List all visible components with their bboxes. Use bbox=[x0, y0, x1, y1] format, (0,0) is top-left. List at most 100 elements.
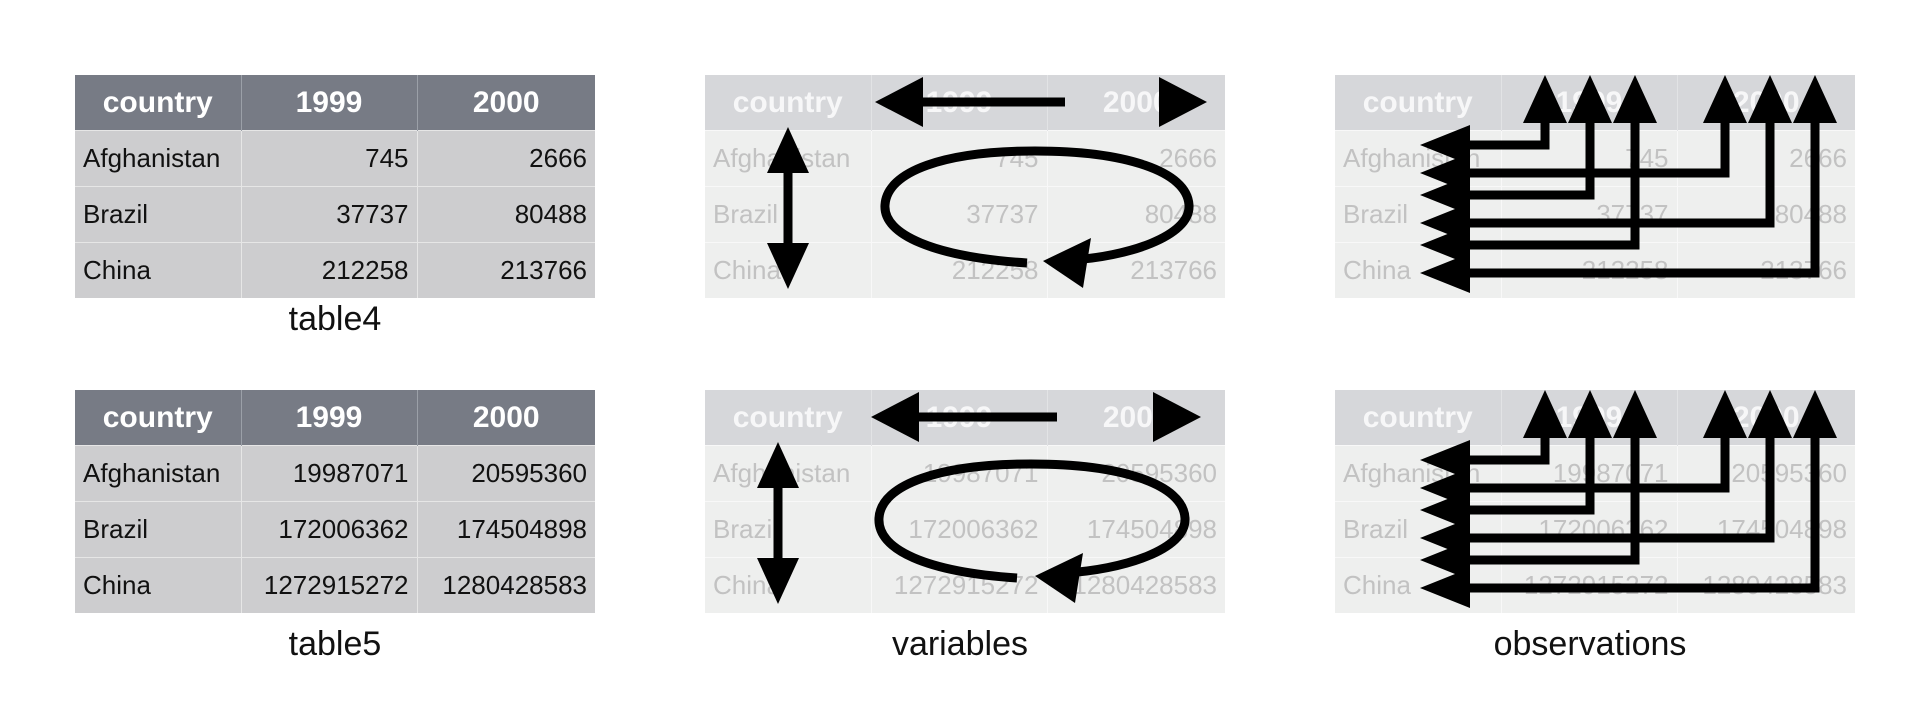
left-arrowhead-icon bbox=[1420, 568, 1470, 608]
left-arrowhead-icon bbox=[1420, 125, 1470, 165]
value-cell: 80488 bbox=[417, 186, 595, 243]
variables-caption: variables bbox=[891, 625, 1029, 663]
value-cell: 745 bbox=[241, 130, 418, 187]
observation-arrow-path bbox=[1462, 414, 1730, 493]
observations-panel-table5: country 1999 2000 Afghanistan 19987071 2… bbox=[1335, 390, 1855, 613]
observation-arrow-path bbox=[1462, 99, 1640, 250]
table5-caption: table5 bbox=[288, 625, 382, 663]
table-header-row: country 1999 2000 bbox=[75, 75, 595, 131]
value-cell: 174504898 bbox=[417, 501, 595, 558]
up-arrowhead-icon bbox=[767, 127, 809, 173]
value-cell: 212258 bbox=[241, 242, 418, 298]
right-arrowhead-icon bbox=[1153, 392, 1201, 442]
country-cell: Brazil bbox=[75, 501, 242, 558]
up-arrowhead-icon bbox=[1568, 75, 1612, 123]
left-arrowhead-icon bbox=[1420, 225, 1470, 265]
up-arrowhead-icon bbox=[1613, 75, 1657, 123]
up-arrowhead-icon bbox=[1793, 390, 1837, 438]
up-arrowhead-icon bbox=[757, 442, 799, 488]
table-row: Brazil 37737 80488 bbox=[705, 186, 1225, 243]
header-cell: 2000 bbox=[417, 390, 595, 446]
table-row: China 212258 213766 bbox=[75, 242, 595, 298]
table4-caption: table4 bbox=[288, 300, 382, 338]
cycle-arrowhead-icon bbox=[1035, 553, 1083, 603]
country-cell: Brazil bbox=[75, 186, 242, 243]
up-arrowhead-icon bbox=[1523, 75, 1567, 123]
up-arrowhead-icon bbox=[1568, 390, 1612, 438]
value-cell: 2666 bbox=[417, 130, 595, 187]
table4: country 1999 2000 Afghanistan 745 2666 B… bbox=[75, 75, 595, 298]
variables-panel-table4: country 1999 2000 Afghanistan 745 2666 B… bbox=[705, 75, 1225, 298]
country-cell: Afghanistan bbox=[1335, 130, 1502, 187]
header-cell: country bbox=[705, 75, 872, 131]
observation-arrow-path bbox=[1462, 414, 1640, 565]
observation-arrow-path bbox=[1462, 414, 1820, 593]
header-cell: country bbox=[1335, 75, 1502, 131]
table-row: Brazil 37737 80488 bbox=[75, 186, 595, 243]
table-row: China 1272915272 1280428583 bbox=[75, 557, 595, 613]
header-cell: country bbox=[75, 75, 242, 131]
value-cell: 1280428583 bbox=[417, 557, 595, 613]
header-cell: 1999 bbox=[241, 390, 418, 446]
observations-arrows bbox=[1420, 390, 1837, 608]
table-row: Brazil 172006362 174504898 bbox=[75, 501, 595, 558]
value-cell: 172006362 bbox=[241, 501, 418, 558]
up-arrowhead-icon bbox=[1703, 390, 1747, 438]
header-cell: 2000 bbox=[417, 75, 595, 131]
left-arrowhead-icon bbox=[1420, 440, 1470, 480]
table-row: Brazil 172006362 174504898 bbox=[705, 501, 1225, 558]
up-arrowhead-icon bbox=[1703, 75, 1747, 123]
variables-arrows bbox=[767, 77, 1207, 289]
value-cell: 19987071 bbox=[241, 445, 418, 502]
observation-arrow-path bbox=[1462, 99, 1595, 200]
observation-arrow-path bbox=[1462, 414, 1595, 515]
country-cell: Afghanistan bbox=[75, 445, 242, 502]
table5: country 1999 2000 Afghanistan 19987071 2… bbox=[75, 390, 595, 613]
header-cell: country bbox=[1335, 390, 1502, 446]
down-arrowhead-icon bbox=[767, 243, 809, 289]
down-arrowhead-icon bbox=[757, 558, 799, 604]
cycle-arrow-path bbox=[874, 459, 1190, 583]
table-row: China 1272915272 1280428583 bbox=[705, 557, 1225, 613]
value-cell: 213766 bbox=[417, 242, 595, 298]
table-row: Afghanistan 745 2666 bbox=[75, 130, 595, 187]
value-cell: 80488 bbox=[1047, 186, 1225, 243]
observation-arrow-path bbox=[1462, 99, 1775, 228]
table5-panel: country 1999 2000 Afghanistan 19987071 2… bbox=[75, 390, 595, 613]
left-arrowhead-icon bbox=[1420, 175, 1470, 215]
left-arrowhead-icon bbox=[1420, 540, 1470, 580]
header-cell: country bbox=[75, 390, 242, 446]
value-cell: 174504898 bbox=[1047, 501, 1225, 558]
observations-caption: observations bbox=[1493, 625, 1687, 663]
value-cell: 37737 bbox=[241, 186, 418, 243]
left-arrowhead-icon bbox=[1420, 253, 1470, 293]
country-cell: China bbox=[75, 557, 242, 613]
observation-arrow-path bbox=[1462, 414, 1775, 543]
observation-arrow-path bbox=[1462, 99, 1730, 178]
up-arrowhead-icon bbox=[1748, 390, 1792, 438]
header-cell: 1999 bbox=[241, 75, 418, 131]
left-arrowhead-icon bbox=[1420, 490, 1470, 530]
up-arrowhead-icon bbox=[1523, 390, 1567, 438]
value-cell: 20595360 bbox=[417, 445, 595, 502]
left-arrowhead-icon bbox=[871, 392, 919, 442]
country-cell: China bbox=[75, 242, 242, 298]
table-header-row: country 1999 2000 bbox=[705, 390, 1225, 446]
country-cell: Brazil bbox=[705, 501, 872, 558]
value-cell: 212258 bbox=[871, 242, 1048, 298]
up-arrowhead-icon bbox=[1793, 75, 1837, 123]
cycle-arrow-path bbox=[880, 146, 1194, 268]
variables-panel-table5: country 1999 2000 Afghanistan 19987071 2… bbox=[705, 390, 1225, 613]
up-arrowhead-icon bbox=[1613, 390, 1657, 438]
observation-arrow-path bbox=[1462, 99, 1820, 278]
table-header-row: country 1999 2000 bbox=[75, 390, 595, 446]
right-arrowhead-icon bbox=[1159, 77, 1207, 127]
up-arrowhead-icon bbox=[1748, 75, 1792, 123]
left-arrowhead-icon bbox=[875, 77, 923, 127]
table-row: Afghanistan 19987071 20595360 bbox=[75, 445, 595, 502]
value-cell: 2666 bbox=[1047, 130, 1225, 187]
value-cell: 1272915272 bbox=[241, 557, 418, 613]
cycle-arrowhead-icon bbox=[1043, 238, 1091, 288]
table4-panel: country 1999 2000 Afghanistan 745 2666 B… bbox=[75, 75, 595, 298]
country-cell: Afghanistan bbox=[75, 130, 242, 187]
